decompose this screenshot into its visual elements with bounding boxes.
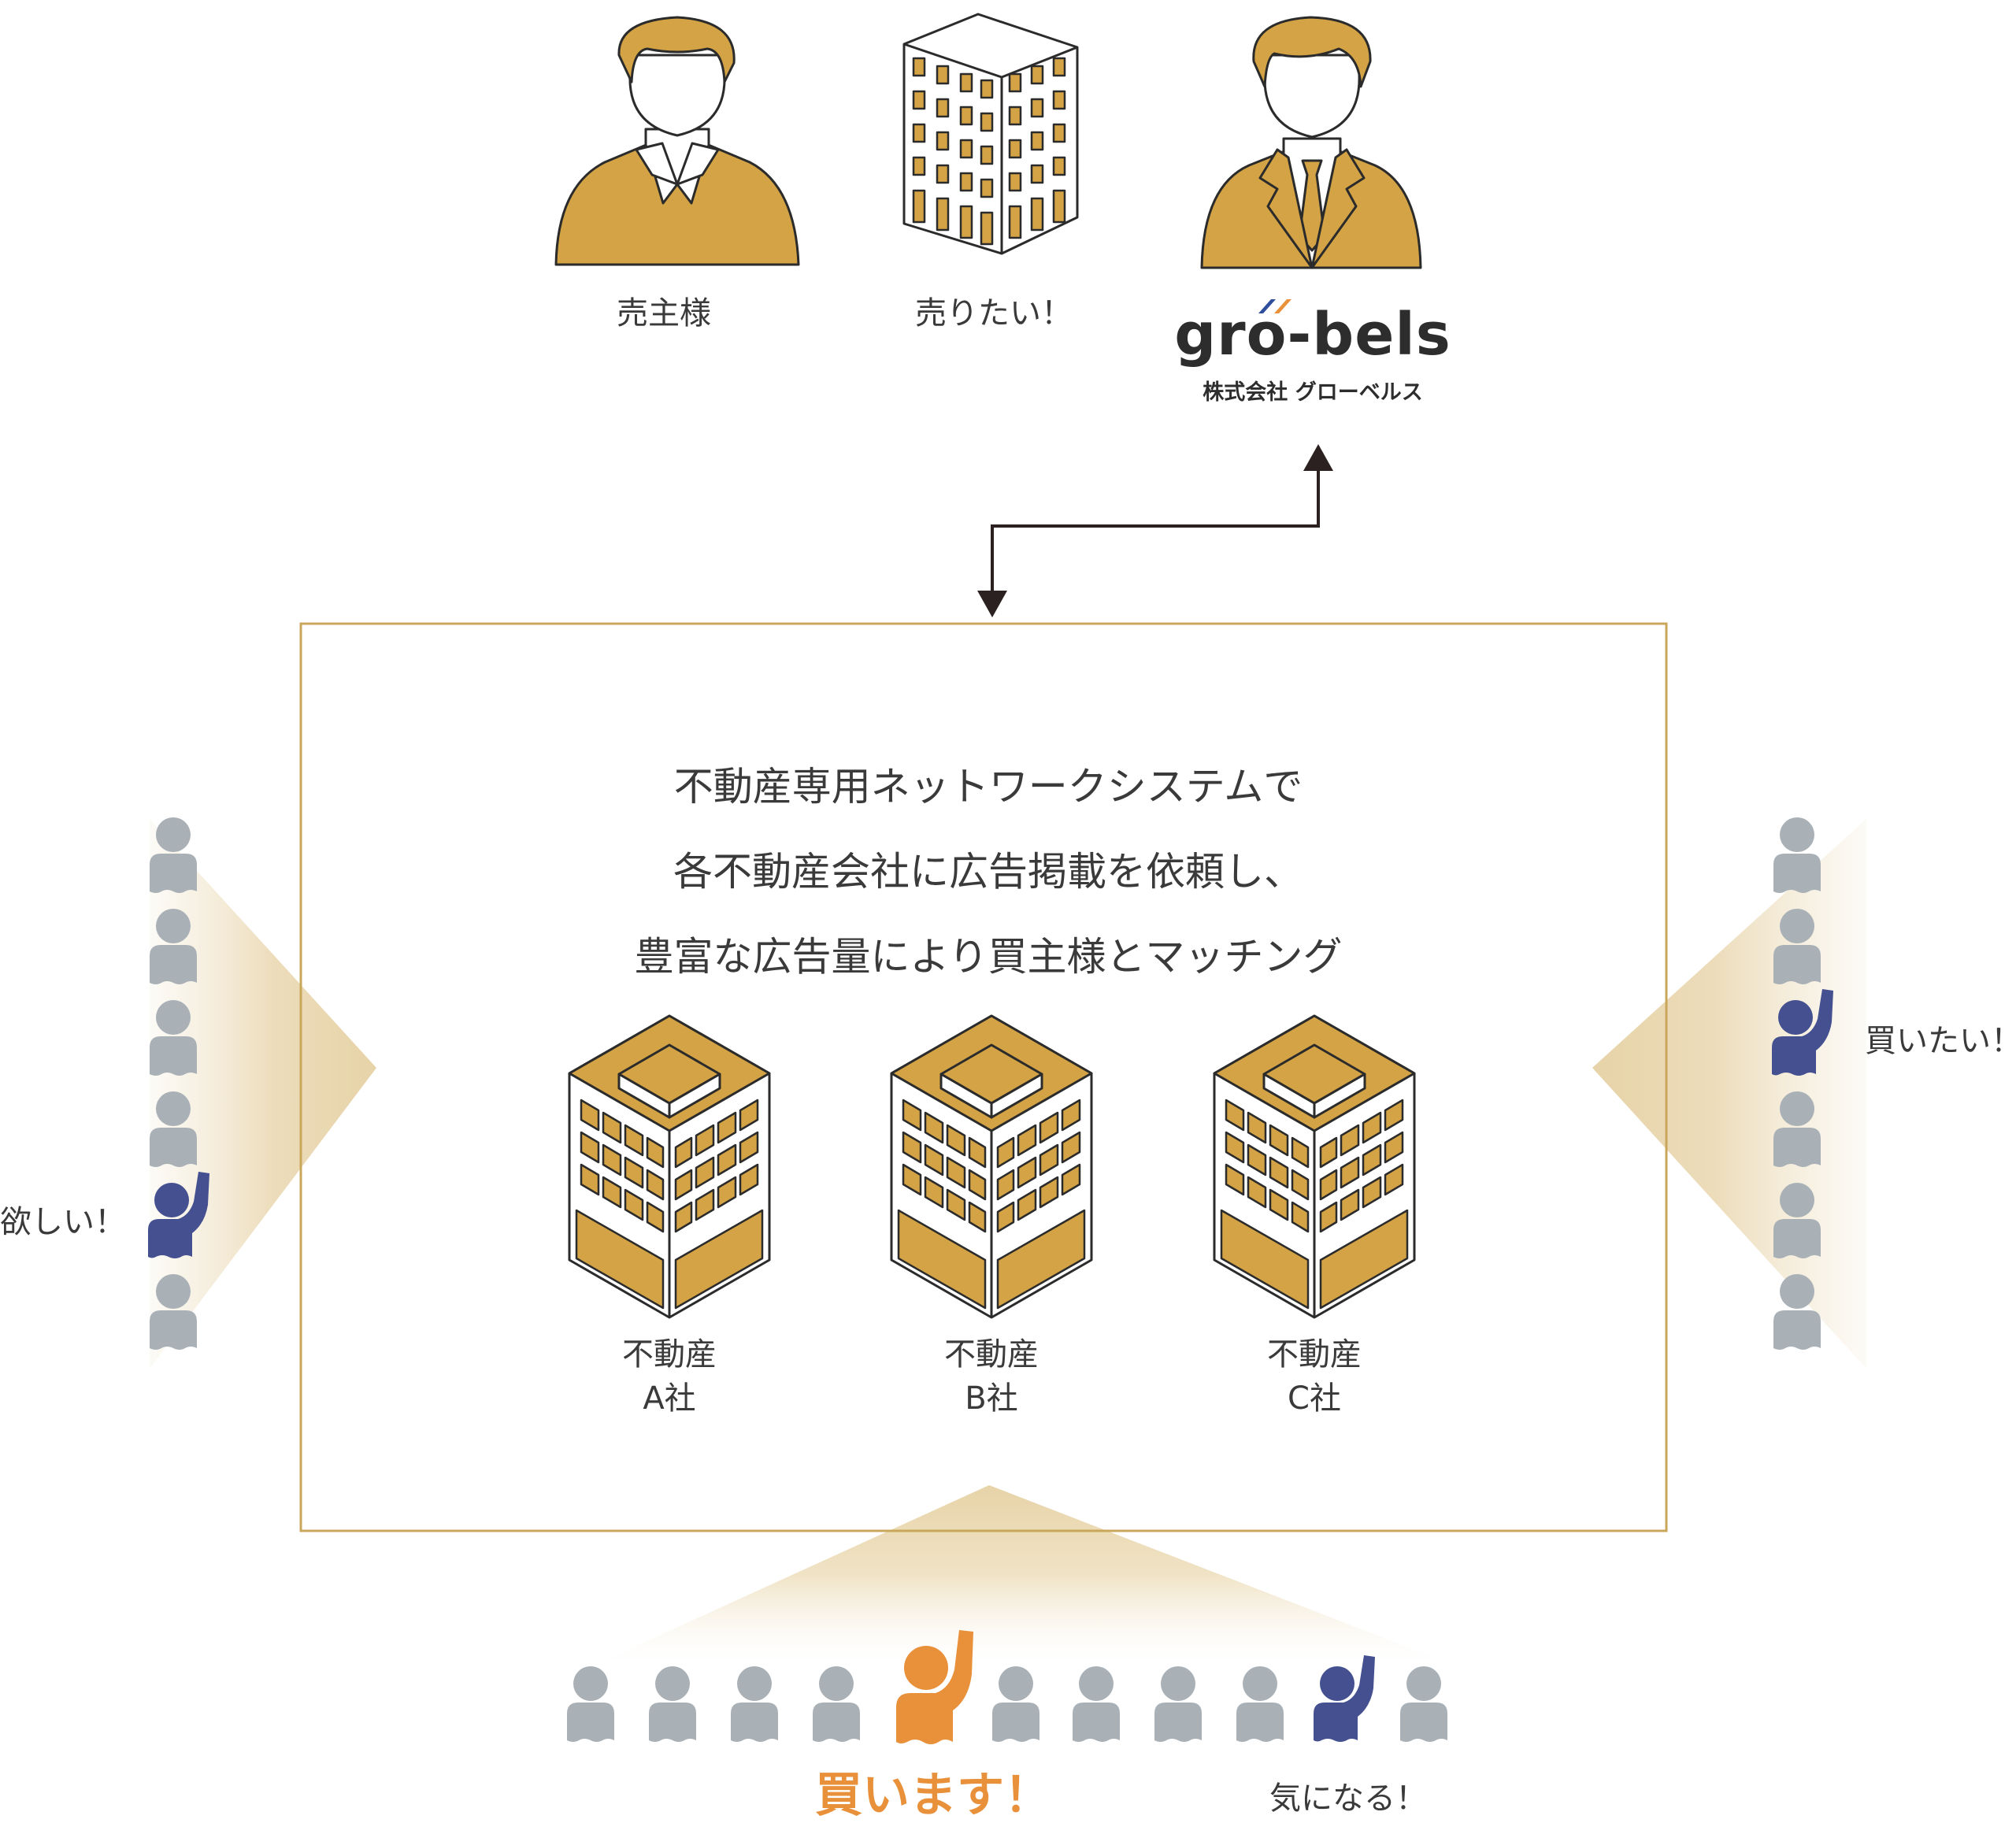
arrow-head-down bbox=[977, 591, 1007, 617]
logo-wordmark: gro-bels bbox=[1174, 301, 1451, 369]
company-building-icon bbox=[1213, 1014, 1416, 1319]
bottom-buyer-fan bbox=[598, 1485, 1449, 1663]
person-icon bbox=[992, 1666, 1040, 1742]
company-a-label: 不動産 A社 bbox=[622, 1332, 717, 1421]
company-type: 不動産 bbox=[622, 1336, 717, 1373]
description-line: 各不動産会社に広告掲載を依頼し、 bbox=[673, 849, 1303, 895]
description-line: 不動産専用ネットワークシステムで bbox=[673, 764, 1303, 810]
person-icon bbox=[1773, 817, 1821, 893]
description-line: 豊富な広告量により買主様とマッチング bbox=[634, 934, 1343, 980]
interested-label: 気になる！ bbox=[1269, 1780, 1427, 1817]
right-buyer-fan bbox=[1592, 819, 1866, 1369]
company-type: 不動産 bbox=[1267, 1336, 1362, 1373]
company-name: C社 bbox=[1288, 1380, 1341, 1417]
logo-company-name: 株式会社 グローベルス bbox=[1203, 380, 1423, 405]
right-buyer-label: 買いたい！ bbox=[1865, 1023, 2016, 1059]
company-name: A社 bbox=[643, 1380, 696, 1417]
company-b-label: 不動産 B社 bbox=[944, 1332, 1039, 1421]
company-building-icon bbox=[890, 1014, 1093, 1319]
network-box bbox=[299, 622, 1668, 1532]
person-icon bbox=[731, 1666, 778, 1742]
person-icon bbox=[649, 1666, 696, 1742]
left-buyer-label: 欲しい！ bbox=[0, 1204, 126, 1240]
person-icon bbox=[1154, 1666, 1202, 1742]
person-icon bbox=[567, 1666, 614, 1742]
network-description: 不動産専用ネットワークシステムで 各不動産会社に広告掲載を依頼し、 豊富な広告量… bbox=[635, 744, 1343, 999]
gro-bels-logo-mark bbox=[1258, 299, 1292, 313]
person-icon bbox=[1236, 1666, 1284, 1742]
person-icon bbox=[1400, 1666, 1447, 1742]
company-c-label: 不動産 C社 bbox=[1267, 1332, 1362, 1421]
left-buyer-fan bbox=[150, 819, 376, 1369]
arrow-head-up bbox=[1303, 444, 1333, 471]
person-icon bbox=[1073, 1666, 1120, 1742]
person-hand-raised-icon bbox=[1314, 1655, 1375, 1742]
building-icon bbox=[902, 13, 1079, 255]
person-icon bbox=[813, 1666, 860, 1742]
company-building-icon bbox=[568, 1014, 771, 1319]
person-suit-icon bbox=[1200, 16, 1422, 269]
want-sell-label: 売りたい！ bbox=[915, 295, 1073, 332]
company-type: 不動産 bbox=[944, 1336, 1039, 1373]
connector-arrow bbox=[991, 466, 1320, 595]
seller-label: 売主様 bbox=[617, 295, 711, 332]
buy-label: 買います！ bbox=[815, 1768, 1051, 1823]
company-name: B社 bbox=[965, 1380, 1018, 1417]
person-casual-icon bbox=[554, 16, 800, 266]
